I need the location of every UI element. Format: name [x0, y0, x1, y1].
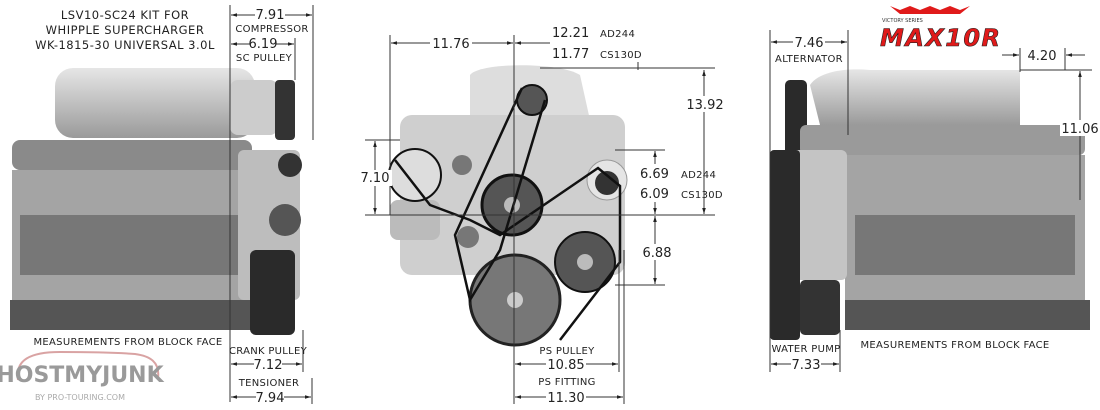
ps-fitting-label: PS FITTING — [538, 377, 595, 388]
sc-pulley-label: SC PULLEY — [236, 53, 293, 64]
ps-pulley-value: 10.85 — [547, 358, 584, 373]
tensioner-label: TENSIONER — [238, 378, 300, 389]
right-width-cs130d-value: 11.77 — [552, 47, 589, 62]
alternator-label: ALTERNATOR — [775, 54, 843, 65]
title-line-2: WHIPPLE SUPERCHARGER — [46, 23, 205, 37]
tensioner-pulley — [457, 226, 479, 248]
hostmyjunk-watermark-logo: HOSTMYJUNK BY PRO-TOURING.COM — [0, 350, 165, 402]
right-width-ad244-value: 12.21 — [552, 26, 589, 41]
front-view: 11.76 12.21 AD244 11.77 CS130D 13.92 7.1… — [360, 24, 724, 406]
hostmyjunk-text: HOSTMYJUNK — [0, 363, 165, 388]
belt — [394, 159, 622, 341]
ac-compressor-pulley — [388, 148, 442, 202]
left-title: LSV10-SC24 KIT FOR WHIPPLE SUPERCHARGER … — [35, 8, 215, 52]
sc-pulley-value: 6.19 — [249, 37, 278, 52]
pro-touring-text: BY PRO-TOURING.COM — [35, 393, 125, 402]
max10r-text: MAX10R — [880, 24, 1000, 52]
ps-fitting-value: 11.30 — [547, 391, 584, 406]
crank-pulley-value: 7.12 — [254, 358, 283, 373]
title-line-3: WK-1815-30 UNIVERSAL 3.0L — [35, 38, 215, 52]
left-measurement-note: MEASUREMENTS FROM BLOCK FACE — [33, 337, 222, 348]
left-width-value: 11.76 — [432, 37, 469, 52]
title-line-1: LSV10-SC24 KIT FOR — [61, 8, 189, 22]
max10r-logo: VICTORY SERIES MAX10R — [880, 6, 1000, 52]
belt-drive — [388, 84, 628, 347]
right-measurement-note: MEASUREMENTS FROM BLOCK FACE — [860, 340, 1049, 351]
compressor-value: 7.91 — [256, 8, 285, 23]
water-pump-value: 7.33 — [792, 358, 821, 373]
belt — [453, 87, 547, 304]
ac-height-value: 7.10 — [361, 171, 390, 186]
right-height-value: 11.06 — [1061, 122, 1098, 137]
wp-drop-value: 6.88 — [643, 246, 672, 261]
victory-series-text: VICTORY SERIES — [882, 18, 923, 24]
height-top-value: 13.92 — [686, 98, 723, 113]
right-engine-illustration — [770, 69, 1090, 340]
alt-height-ad244-label: AD244 — [681, 170, 716, 181]
alt-height-ad244-value: 6.69 — [640, 167, 669, 182]
alternator-pulley — [595, 171, 619, 195]
right-width-ad244-label: AD244 — [600, 29, 635, 40]
rear-offset-value: 4.20 — [1028, 49, 1057, 64]
ps-pulley-label: PS PULLEY — [539, 346, 595, 357]
right-width-cs130d-label: CS130D — [600, 50, 642, 61]
tensioner-value: 7.94 — [256, 391, 285, 406]
right-side-view: VICTORY SERIES MAX10R 7.46 ALTERNATOR 4.… — [769, 6, 1100, 373]
left-side-view: LSV10-SC24 KIT FOR WHIPPLE SUPERCHARGER … — [10, 5, 314, 406]
crank-pulley-label: CRANK PULLEY — [229, 346, 308, 357]
left-engine-illustration — [10, 68, 302, 335]
alternator-value: 7.46 — [795, 36, 824, 51]
compressor-label: COMPRESSOR — [235, 24, 308, 35]
alt-height-cs130d-label: CS130D — [681, 190, 723, 201]
idler-pulley — [452, 155, 472, 175]
alt-height-cs130d-value: 6.09 — [640, 187, 669, 202]
water-pump-label: WATER PUMP — [772, 344, 841, 355]
